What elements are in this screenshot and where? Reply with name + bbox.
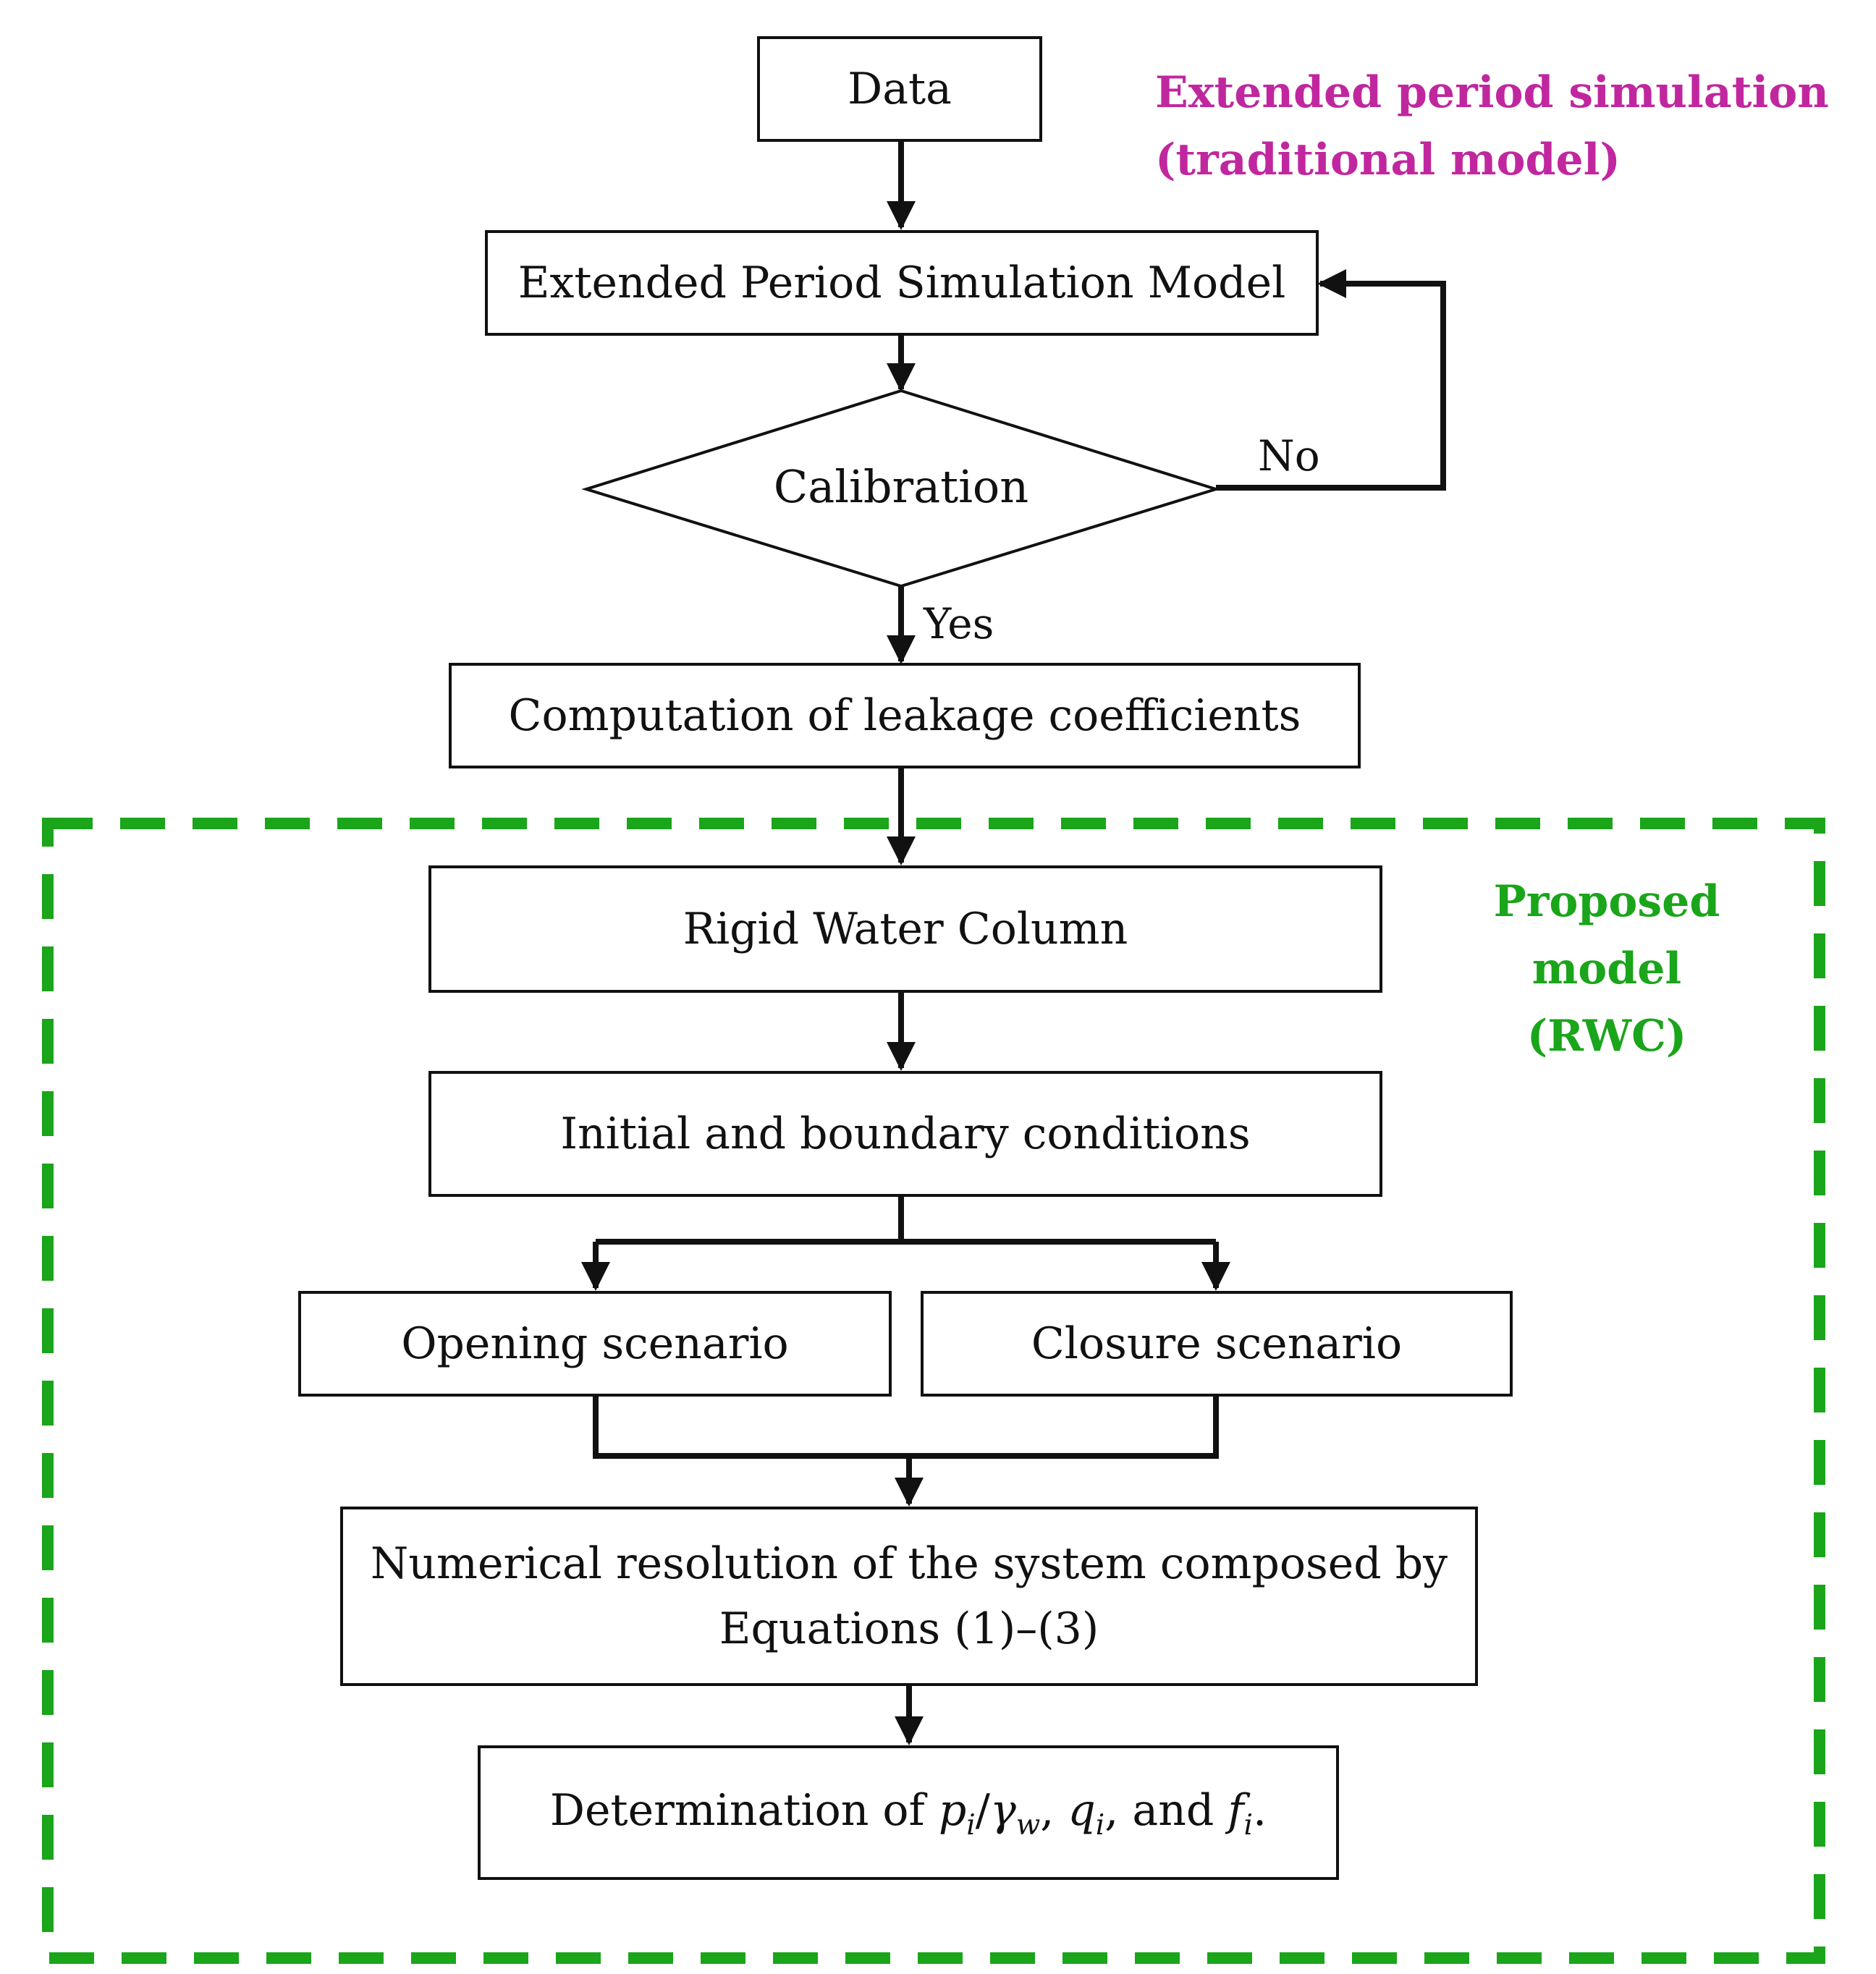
rwc-label: Rigid Water Column	[683, 904, 1128, 954]
no-branch-label: No	[1258, 431, 1320, 480]
arrow-no-loop	[1216, 269, 1446, 491]
conditions-label: Initial and boundary conditions	[560, 1109, 1251, 1159]
pressure-symbol: pi	[938, 1785, 976, 1842]
period-text: .	[1253, 1785, 1267, 1837]
friction-symbol: fi	[1228, 1785, 1254, 1842]
slash-symbol: /	[975, 1785, 990, 1837]
data-box: Data	[757, 36, 1042, 142]
yes-branch-label: Yes	[924, 599, 994, 648]
traditional-label-line1: Extended period simulation	[1155, 67, 1829, 118]
determination-prefix: Determination of	[549, 1785, 925, 1837]
and-text: , and	[1104, 1785, 1214, 1837]
proposed-label-line1: Proposed model	[1493, 876, 1720, 994]
proposed-model-label: Proposed model (RWC)	[1419, 868, 1795, 1070]
proposed-model-region	[42, 818, 1825, 1964]
leakage-label: Computation of leakage coefficients	[508, 690, 1301, 741]
numerical-label-line2: Equations (1)–(3)	[719, 1604, 1099, 1654]
epsm-label: Extended Period Simulation Model	[517, 258, 1286, 308]
traditional-label-line2: (traditional model)	[1155, 135, 1621, 185]
conditions-box: Initial and boundary conditions	[428, 1071, 1382, 1197]
proposed-label-line2: (RWC)	[1526, 1011, 1687, 1062]
gamma-symbol: γw	[989, 1785, 1041, 1842]
numerical-resolution-box: Numerical resolution of the system compo…	[340, 1507, 1478, 1686]
traditional-model-label: Extended period simulation (traditional …	[1155, 59, 1829, 194]
rwc-box: Rigid Water Column	[428, 865, 1382, 993]
data-label: Data	[848, 64, 952, 114]
determination-box: Determination of pi/γw, qi, and fi.	[478, 1745, 1339, 1880]
connector-opening-merge	[593, 1394, 1219, 1459]
calibration-label: Calibration	[773, 460, 1029, 513]
leakage-box: Computation of leakage coefficients	[449, 663, 1361, 768]
opening-scenario-box: Opening scenario	[298, 1291, 892, 1397]
determination-label: Determination of pi/γw, qi, and fi.	[549, 1785, 1267, 1842]
epsm-box: Extended Period Simulation Model	[485, 230, 1319, 336]
opening-scenario-label: Opening scenario	[401, 1318, 789, 1369]
closure-scenario-box: Closure scenario	[921, 1291, 1513, 1397]
numerical-label-line1: Numerical resolution of the system compo…	[370, 1538, 1448, 1589]
flow-symbol: qi	[1068, 1785, 1105, 1842]
closure-scenario-label: Closure scenario	[1031, 1318, 1403, 1369]
